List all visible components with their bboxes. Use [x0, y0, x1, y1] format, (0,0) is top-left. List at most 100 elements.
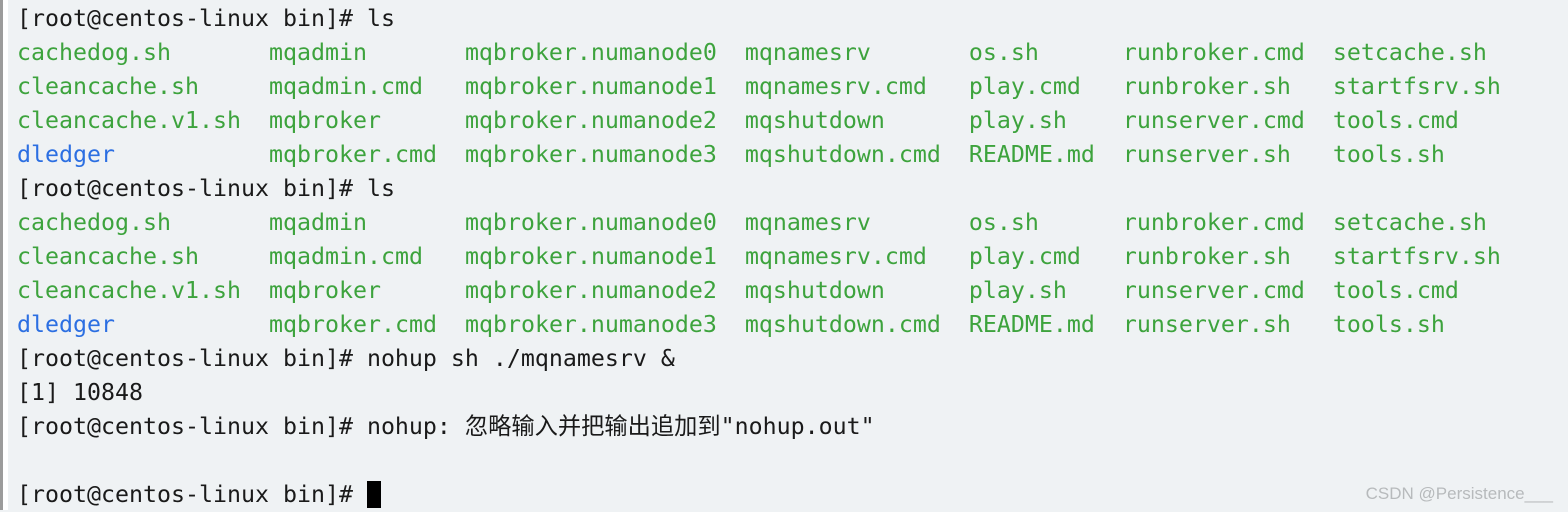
file-entry: cleancache.v1.sh: [17, 277, 241, 304]
file-entry: cleancache.v1.sh: [17, 107, 241, 134]
spacing: [115, 311, 269, 338]
spacing: [241, 107, 269, 134]
terminal-line: [17, 444, 1501, 478]
file-entry: mqbroker.numanode0: [464, 39, 717, 66]
file-entry: mqbroker.cmd: [268, 311, 437, 338]
file-entry: cleancache.sh: [17, 243, 199, 270]
file-entry: mqnamesrv: [744, 209, 871, 236]
spacing: [241, 277, 269, 304]
file-entry: mqshutdown.cmd: [744, 141, 941, 168]
terminal-line: cleancache.v1.sh mqbroker mqbroker.numan…: [17, 274, 1501, 308]
spacing: [423, 243, 465, 270]
spacing: [927, 243, 969, 270]
file-entry: mqbroker: [268, 277, 381, 304]
spacing: [1067, 107, 1123, 134]
file-entry: mqbroker.numanode1: [464, 243, 717, 270]
spacing: [1305, 39, 1333, 66]
spacing: [1081, 73, 1123, 100]
terminal-line: [root@centos-linux bin]# ls: [17, 2, 1501, 36]
csdn-watermark: CSDN @Persistence___: [1365, 484, 1553, 503]
file-entry: cachedog.sh: [17, 209, 171, 236]
terminal-line: [root@centos-linux bin]#: [17, 478, 1501, 512]
terminal-line: cleancache.v1.sh mqbroker mqbroker.numan…: [17, 104, 1501, 138]
file-entry: mqnamesrv.cmd: [744, 243, 927, 270]
file-entry: mqadmin.cmd: [268, 73, 423, 100]
file-entry: mqnamesrv.cmd: [744, 73, 927, 100]
terminal-line: cachedog.sh mqadmin mqbroker.numanode0 m…: [17, 36, 1501, 70]
terminal-line: [root@centos-linux bin]# nohup sh ./mqna…: [17, 342, 1501, 376]
directory-entry: dledger: [17, 141, 115, 168]
file-entry: mqbroker.numanode2: [464, 107, 717, 134]
terminal-line: [root@centos-linux bin]# ls: [17, 172, 1501, 206]
file-entry: mqbroker.numanode2: [464, 277, 717, 304]
terminal-text: [root@centos-linux bin]# nohup: 忽略输入并把输出…: [17, 413, 875, 440]
file-entry: mqshutdown: [744, 277, 885, 304]
spacing: [367, 209, 465, 236]
file-entry: setcache.sh: [1332, 39, 1487, 66]
spacing: [437, 141, 465, 168]
file-entry: tools.cmd: [1332, 277, 1459, 304]
file-entry: mqnamesrv: [744, 39, 871, 66]
file-entry: tools.sh: [1332, 141, 1445, 168]
file-entry: mqshutdown.cmd: [744, 311, 941, 338]
spacing: [437, 311, 465, 338]
file-entry: tools.cmd: [1332, 107, 1459, 134]
spacing: [885, 277, 969, 304]
spacing: [717, 209, 745, 236]
spacing: [199, 243, 269, 270]
window-left-border: [0, 0, 3, 510]
spacing: [1081, 243, 1123, 270]
terminal-text: [1] 10848: [17, 379, 143, 406]
spacing: [381, 107, 465, 134]
terminal-line: cleancache.sh mqadmin.cmd mqbroker.numan…: [17, 240, 1501, 274]
file-entry: runserver.sh: [1122, 311, 1291, 338]
file-entry: play.sh: [968, 107, 1067, 134]
file-entry: mqbroker.numanode0: [464, 209, 717, 236]
file-entry: runbroker.sh: [1122, 73, 1291, 100]
file-entry: cleancache.sh: [17, 73, 199, 100]
spacing: [1095, 311, 1123, 338]
file-entry: os.sh: [968, 209, 1039, 236]
terminal-line: [root@centos-linux bin]# nohup: 忽略输入并把输出…: [17, 410, 1501, 444]
file-entry: mqbroker.cmd: [268, 141, 437, 168]
spacing: [1305, 107, 1333, 134]
spacing: [885, 107, 969, 134]
file-entry: tools.sh: [1332, 311, 1445, 338]
spacing: [1291, 243, 1333, 270]
spacing: [423, 73, 465, 100]
file-entry: startfsrv.sh: [1332, 243, 1501, 270]
terminal-line: dledger mqbroker.cmd mqbroker.numanode3 …: [17, 138, 1501, 172]
file-entry: runbroker.sh: [1122, 243, 1291, 270]
file-entry: README.md: [968, 141, 1095, 168]
spacing: [381, 277, 465, 304]
file-entry: play.cmd: [968, 243, 1081, 270]
file-entry: mqbroker.numanode1: [464, 73, 717, 100]
terminal-line: dledger mqbroker.cmd mqbroker.numanode3 …: [17, 308, 1501, 342]
file-entry: runbroker.cmd: [1122, 39, 1305, 66]
spacing: [1305, 209, 1333, 236]
spacing: [171, 39, 269, 66]
file-entry: mqbroker.numanode3: [464, 311, 717, 338]
spacing: [1291, 311, 1333, 338]
block-cursor: [366, 481, 381, 508]
spacing: [1291, 73, 1333, 100]
spacing: [1291, 141, 1333, 168]
spacing: [871, 209, 969, 236]
spacing: [871, 39, 969, 66]
spacing: [1095, 141, 1123, 168]
spacing: [717, 73, 745, 100]
spacing: [717, 39, 745, 66]
terminal-text: [root@centos-linux bin]# ls: [17, 175, 395, 202]
file-entry: runbroker.cmd: [1122, 209, 1305, 236]
file-entry: runserver.sh: [1122, 141, 1291, 168]
spacing: [717, 277, 745, 304]
terminal-line: cleancache.sh mqadmin.cmd mqbroker.numan…: [17, 70, 1501, 104]
terminal-text: [root@centos-linux bin]#: [17, 481, 367, 508]
directory-entry: dledger: [17, 311, 115, 338]
file-entry: runserver.cmd: [1122, 277, 1305, 304]
spacing: [171, 209, 269, 236]
file-entry: play.cmd: [968, 73, 1081, 100]
spacing: [1067, 277, 1123, 304]
